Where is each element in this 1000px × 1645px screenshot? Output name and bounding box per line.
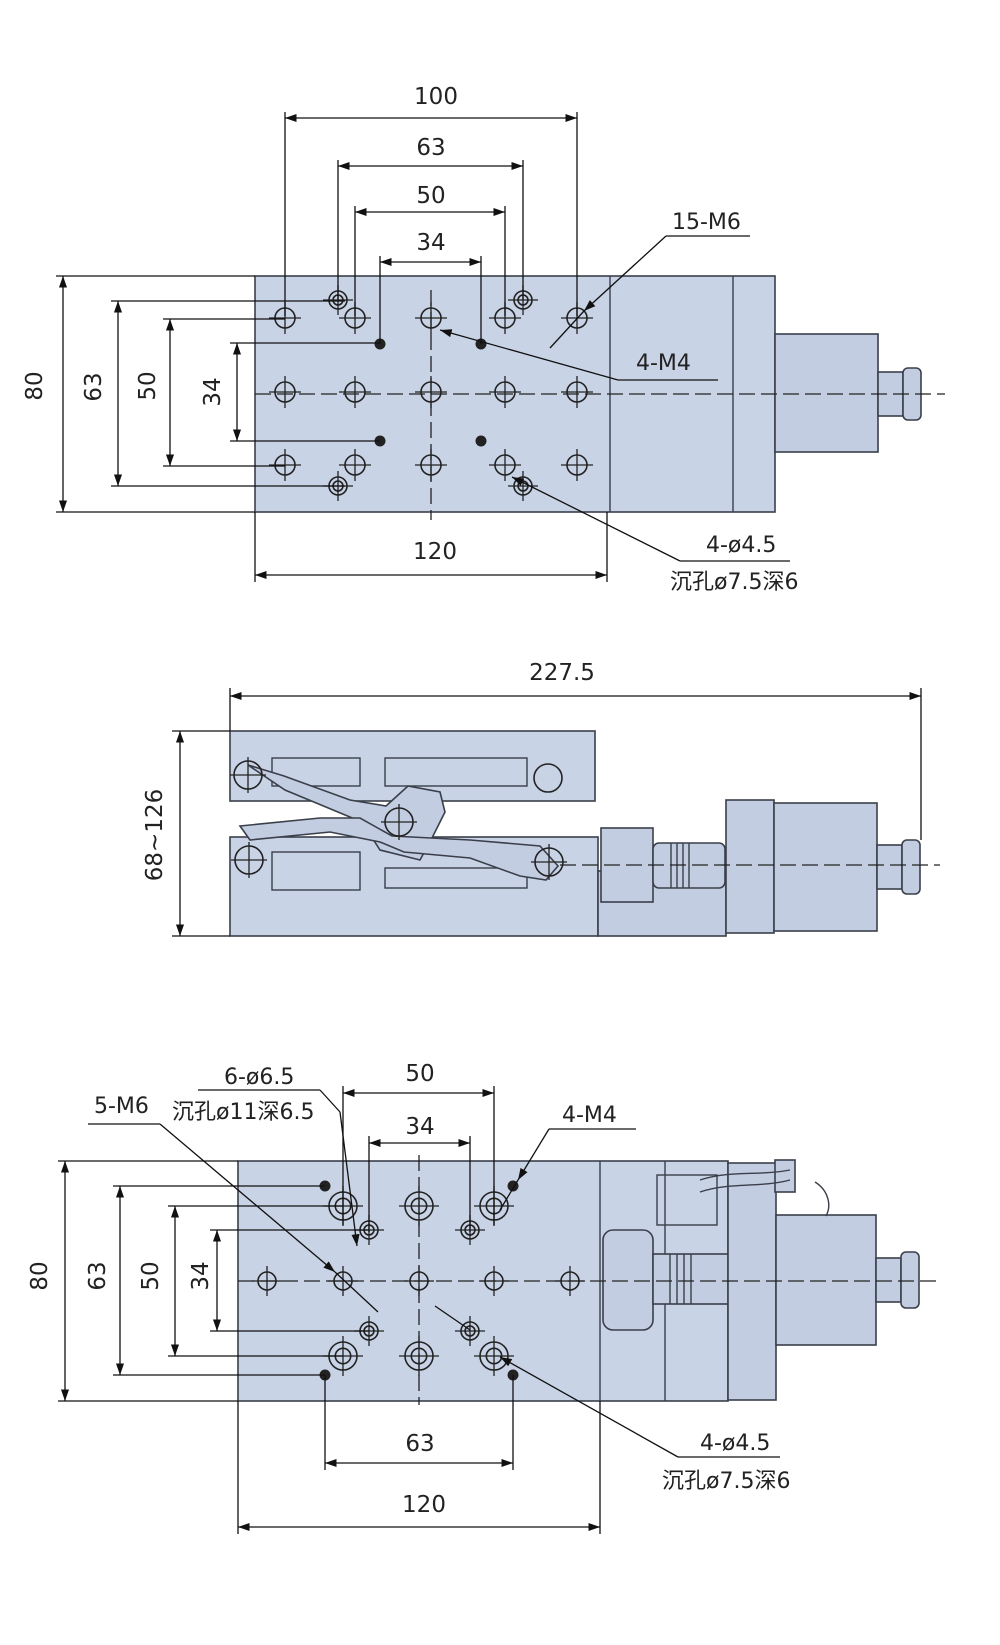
top-dim-h63-label: 63: [81, 372, 107, 401]
m6-hole: [415, 302, 447, 334]
top-dim-34: 34: [379, 230, 482, 344]
bottom-callout-5-m6-label: 5-M6: [94, 1094, 149, 1119]
top-dim-50-label: 50: [416, 183, 445, 209]
side-dim-height: 68~126: [142, 730, 230, 937]
bottom-dim-h63: 63: [85, 1185, 325, 1376]
m6-hole: [561, 376, 593, 408]
counterbore-hole-6-5: [399, 1186, 439, 1226]
bottom-dim-63-label: 63: [405, 1431, 434, 1457]
bottom-view: 50 34 63 120 80: [27, 1061, 942, 1534]
bottom-callout-4-m4-label: 4-M4: [562, 1103, 617, 1128]
top-motor: [774, 333, 879, 453]
top-callout-cbore-label: 沉孔ø7.5深6: [670, 570, 798, 595]
top-dim-63: 63: [337, 135, 524, 300]
bottom-callout-5-m6: 5-M6: [88, 1094, 379, 1313]
top-dim-100-label: 100: [414, 84, 458, 110]
bottom-motor: [775, 1214, 877, 1346]
top-dim-63-label: 63: [416, 135, 445, 161]
bottom-callout-6-d6-5: 6-ø6.5 沉孔ø11深6.5: [172, 1065, 360, 1247]
counterbore-hole-6-5: [399, 1336, 439, 1376]
top-dim-34-label: 34: [416, 230, 445, 256]
bottom-callout-4-d4-5: 4-ø4.5 沉孔ø7.5深6: [434, 1305, 790, 1494]
bottom-callout-6-d6-5-label: 6-ø6.5: [224, 1065, 294, 1090]
top-callout-15-m6-label: 15-M6: [672, 210, 741, 235]
side-dim-length-label: 227.5: [529, 660, 595, 686]
bottom-dim-h34: 34: [188, 1229, 369, 1332]
bottom-dim-h80-label: 80: [27, 1261, 53, 1290]
top-dim-h80: 80: [22, 275, 255, 513]
bottom-callout-cb1-depth-label: 沉孔ø11深6.5: [172, 1100, 314, 1125]
top-dim-h50-label: 50: [135, 371, 161, 400]
m6-hole: [479, 1266, 509, 1296]
top-hole-pattern: [269, 285, 593, 501]
top-dim-120-label: 120: [413, 539, 457, 565]
m6-hole: [415, 376, 447, 408]
bottom-dim-120-label: 120: [402, 1492, 446, 1518]
bottom-callout-4-d4-5-label: 4-ø4.5: [700, 1431, 770, 1456]
counterbore-hole-4-5: [455, 1316, 485, 1346]
top-callout-4-m4-label: 4-M4: [636, 351, 691, 376]
m6-hole: [404, 1266, 434, 1296]
side-view: 227.5 68~126: [142, 660, 940, 937]
m6-hole: [328, 1266, 358, 1296]
bottom-dim-34-label: 34: [405, 1114, 434, 1140]
m6-hole: [489, 376, 521, 408]
top-dim-h50: 50: [135, 318, 285, 467]
m6-hole: [415, 449, 447, 481]
top-dim-100: 100: [284, 84, 578, 316]
bottom-dim-50-label: 50: [405, 1061, 434, 1087]
top-view: 100 63 50 34 120: [22, 84, 945, 595]
top-dim-h63: 63: [81, 300, 345, 487]
counterbore-hole-6-5: [474, 1336, 514, 1376]
side-dim-height-label: 68~126: [142, 789, 168, 881]
side-motor: [773, 802, 878, 932]
side-scissor-arm-lower: [238, 817, 560, 881]
top-dim-h34: 34: [200, 342, 380, 442]
top-callout-4-d4-5-label: 4-ø4.5: [706, 533, 776, 558]
side-motor-flange: [725, 799, 775, 934]
bottom-dim-120: 120: [237, 1401, 601, 1534]
top-dim-h34-label: 34: [200, 377, 226, 406]
m6-hole: [269, 376, 301, 408]
top-callout-4-m4: 4-M4: [439, 329, 718, 381]
bottom-dim-h80: 80: [27, 1160, 238, 1402]
m6-hole: [269, 449, 301, 481]
bottom-dim-h63-label: 63: [85, 1261, 111, 1290]
m6-hole: [252, 1266, 282, 1296]
bottom-dim-h50-label: 50: [138, 1261, 164, 1290]
bottom-dim-63: 63: [324, 1375, 514, 1470]
m6-hole: [339, 449, 371, 481]
m6-hole: [561, 449, 593, 481]
side-dim-length: 227.5: [229, 660, 922, 840]
top-dim-50: 50: [354, 183, 506, 316]
bottom-dim-h50: 50: [138, 1205, 343, 1357]
top-callout-15-m6: 15-M6: [549, 210, 750, 349]
bottom-hole-pattern: [252, 1180, 585, 1381]
bottom-dim-h34-label: 34: [188, 1261, 214, 1290]
top-dim-120: 120: [254, 512, 608, 582]
bottom-dim-34: 34: [368, 1114, 471, 1232]
m6-hole: [339, 376, 371, 408]
side-knob: [901, 839, 921, 895]
m4-hole: [475, 435, 487, 447]
bottom-dim-50: 50: [342, 1061, 495, 1225]
m6-hole: [489, 449, 521, 481]
m6-hole: [555, 1266, 585, 1296]
bottom-callout-cbore-label: 沉孔ø7.5深6: [662, 1469, 790, 1494]
bottom-knob: [900, 1251, 920, 1309]
top-callout-4-d4-5: 4-ø4.5 沉孔ø7.5深6: [511, 476, 798, 595]
top-dim-h80-label: 80: [22, 371, 48, 400]
bottom-callout-4-m4: 4-M4: [499, 1103, 636, 1211]
